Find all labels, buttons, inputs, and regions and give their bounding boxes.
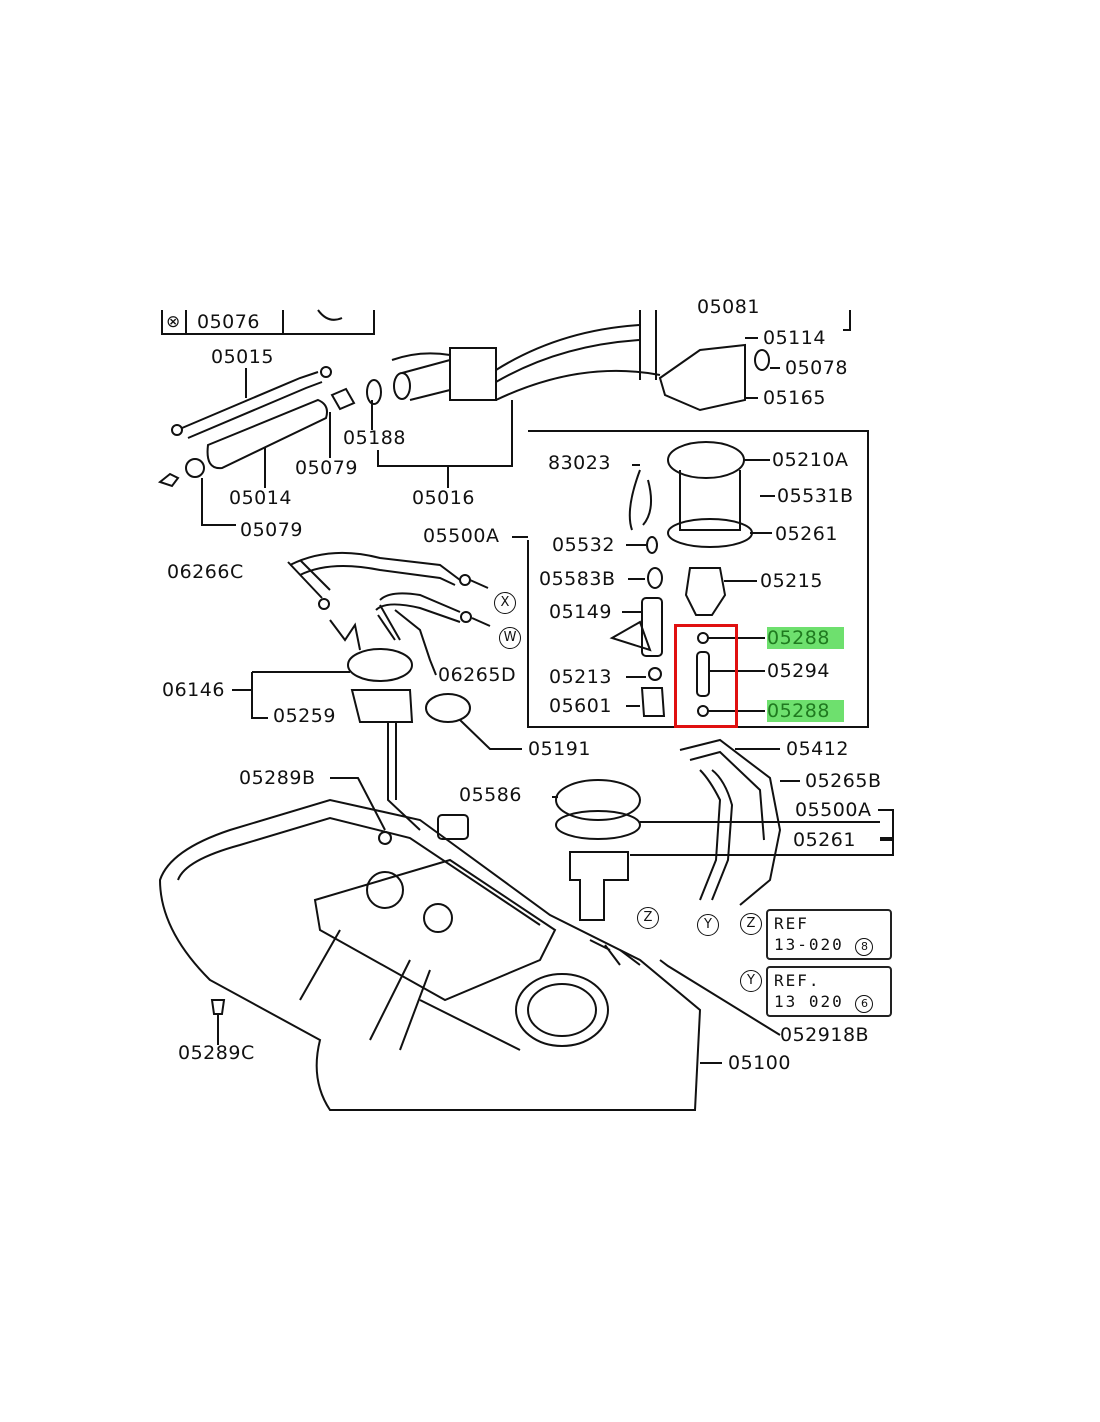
highlight-box-05294-assembly [674, 624, 738, 728]
part-label-05532: 05532 [552, 534, 615, 556]
part-label-05294: 05294 [767, 660, 830, 682]
ref-title: REF. [774, 971, 821, 990]
part-label-06265D: 06265D [438, 664, 517, 686]
part-label-05114: 05114 [763, 327, 826, 349]
part-label-05288-highlighted: 05288 [767, 700, 844, 722]
part-label-05265B: 05265B [805, 770, 882, 792]
part-label-05586: 05586 [459, 784, 522, 806]
part-label-05215: 05215 [760, 570, 823, 592]
ref-number: 6 [855, 995, 874, 1013]
part-label-05289B: 05289B [239, 767, 316, 789]
part-label-05500A: 05500A [423, 525, 500, 547]
part-label-05078: 05078 [785, 357, 848, 379]
part-label-05076: 05076 [197, 311, 260, 333]
part-label-05601: 05601 [549, 695, 612, 717]
legend-marker: ⊗ [166, 312, 181, 332]
ref-page: 13-020 8 [774, 934, 886, 956]
part-label-05081: 05081 [697, 296, 760, 318]
part-label-05210A: 05210A [772, 449, 849, 471]
connector-marker-x: X [494, 592, 516, 614]
part-label-05583B: 05583B [539, 568, 616, 590]
reference-box-y: REF. 13 020 6 [766, 966, 892, 1017]
connector-marker-z: Z [637, 907, 659, 929]
part-label-05289C: 05289C [178, 1042, 255, 1064]
part-label-83023: 83023 [548, 452, 611, 474]
part-label-05288-highlighted: 05288 [767, 627, 844, 649]
part-label-05079: 05079 [295, 457, 358, 479]
connector-marker-w: W [499, 627, 521, 649]
reference-box-z: REF 13-020 8 [766, 909, 892, 960]
part-label-05014: 05014 [229, 487, 292, 509]
part-label-05165: 05165 [763, 387, 826, 409]
connector-marker-y: Y [697, 914, 719, 936]
part-label-05259: 05259 [273, 705, 336, 727]
ref-marker-z: Z [740, 913, 762, 935]
part-label-05191: 05191 [528, 738, 591, 760]
part-label-05261: 05261 [775, 523, 838, 545]
part-label-05531B: 05531B [777, 485, 854, 507]
ref-page: 13 020 6 [774, 991, 886, 1013]
part-label-06266C: 06266C [167, 561, 244, 583]
part-label-05412: 05412 [786, 738, 849, 760]
part-label-05079: 05079 [240, 519, 303, 541]
part-label-05213: 05213 [549, 666, 612, 688]
ref-number: 8 [855, 938, 874, 956]
part-label-05188: 05188 [343, 427, 406, 449]
part-label-06146: 06146 [162, 679, 225, 701]
part-label-05261: 05261 [793, 829, 856, 851]
part-label-05015: 05015 [211, 346, 274, 368]
part-label-052918B: 052918B [780, 1024, 870, 1046]
part-label-05100: 05100 [728, 1052, 791, 1074]
ref-title: REF [774, 914, 809, 933]
ref-marker-y: Y [740, 970, 762, 992]
part-label-05016: 05016 [412, 487, 475, 509]
part-label-05149: 05149 [549, 601, 612, 623]
part-label-05500A: 05500A [795, 799, 872, 821]
